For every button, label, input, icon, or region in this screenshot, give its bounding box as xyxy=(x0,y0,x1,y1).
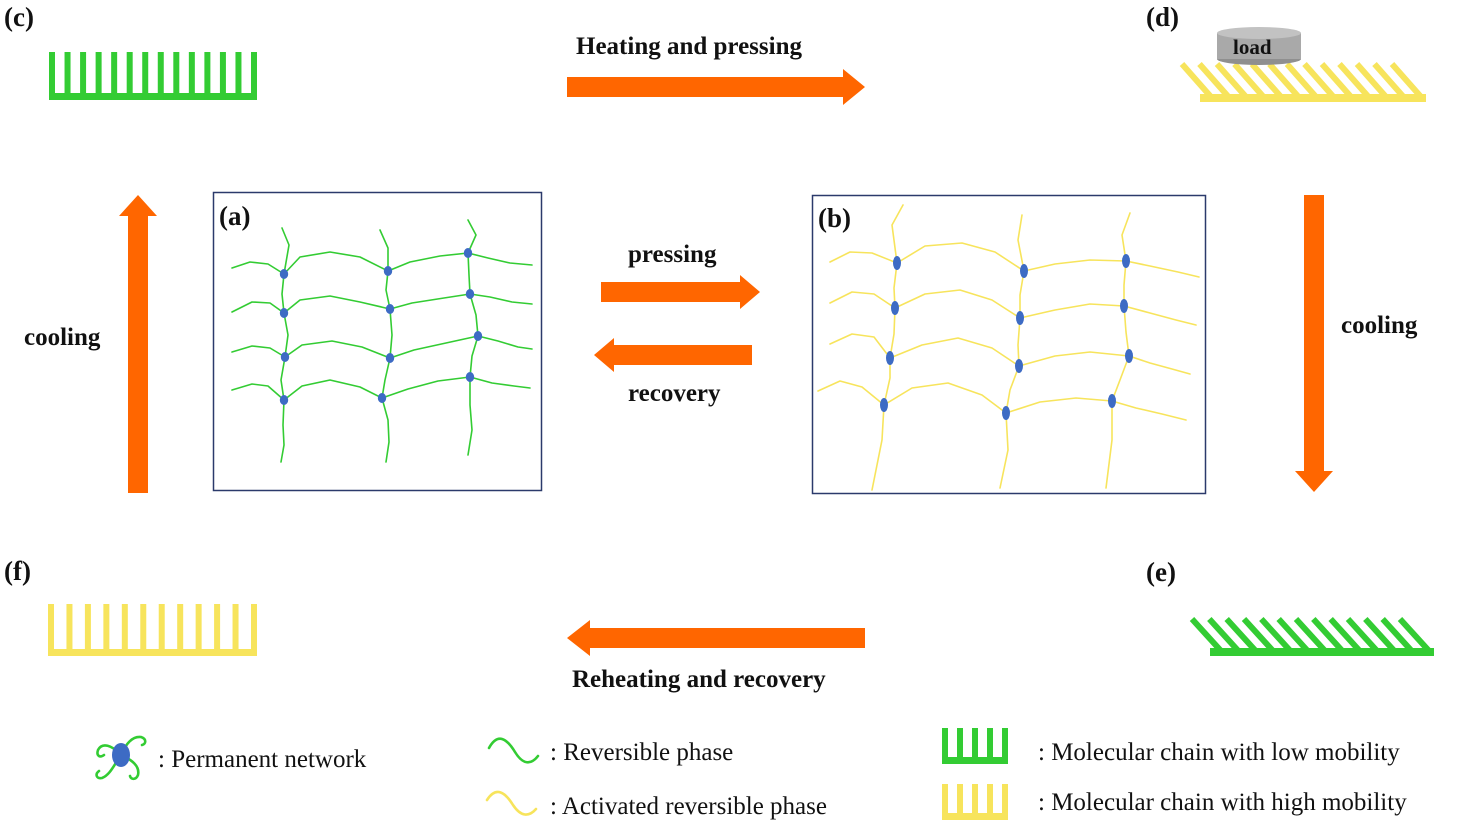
step-pressing: pressing xyxy=(628,241,717,268)
comb-f-high-mobility xyxy=(48,604,257,656)
slanted-comb-d xyxy=(1179,62,1426,102)
permanent-network-icon xyxy=(95,735,147,781)
legend-activated-reversible-phase: : Activated reversible phase xyxy=(550,793,827,820)
arrow-cooling-left xyxy=(119,195,157,493)
legend-reversible-phase: : Reversible phase xyxy=(550,739,734,766)
step-cooling-right: cooling xyxy=(1341,312,1418,339)
panel-label-b: (b) xyxy=(818,203,851,233)
legend-permanent-network: : Permanent network xyxy=(158,746,367,773)
network-b xyxy=(817,204,1200,491)
step-cooling-left: cooling xyxy=(24,324,101,351)
arrow-recovery xyxy=(594,338,752,372)
activated-reversible-phase-icon xyxy=(485,790,538,816)
arrow-pressing xyxy=(601,275,760,309)
load-label: load xyxy=(1233,35,1272,59)
panel-label-e: (e) xyxy=(1146,557,1176,587)
high-mobility-icon xyxy=(942,784,1008,820)
panel-label-c: (c) xyxy=(4,2,34,32)
network-box-b xyxy=(811,194,1207,495)
load-weight xyxy=(1217,27,1301,65)
step-heating-pressing: Heating and pressing xyxy=(576,33,802,60)
legend-high-mobility: : Molecular chain with high mobility xyxy=(1038,789,1407,816)
low-mobility-icon xyxy=(942,728,1008,764)
panel-label-f: (f) xyxy=(4,556,31,586)
slanted-comb-e xyxy=(1189,616,1434,656)
panel-label-d: (d) xyxy=(1146,2,1179,32)
step-recovery: recovery xyxy=(628,380,721,407)
arrow-reheating-recovery xyxy=(567,620,865,656)
reversible-phase-icon xyxy=(487,737,540,764)
step-reheating-recovery: Reheating and recovery xyxy=(572,666,826,693)
arrow-cooling-right xyxy=(1295,195,1333,492)
panel-label-a: (a) xyxy=(219,201,251,231)
comb-c-low-mobility xyxy=(49,52,257,100)
arrow-heating-pressing xyxy=(567,69,865,105)
legend-low-mobility: : Molecular chain with low mobility xyxy=(1038,739,1400,766)
network-a xyxy=(231,219,533,463)
network-box-a xyxy=(212,191,543,492)
